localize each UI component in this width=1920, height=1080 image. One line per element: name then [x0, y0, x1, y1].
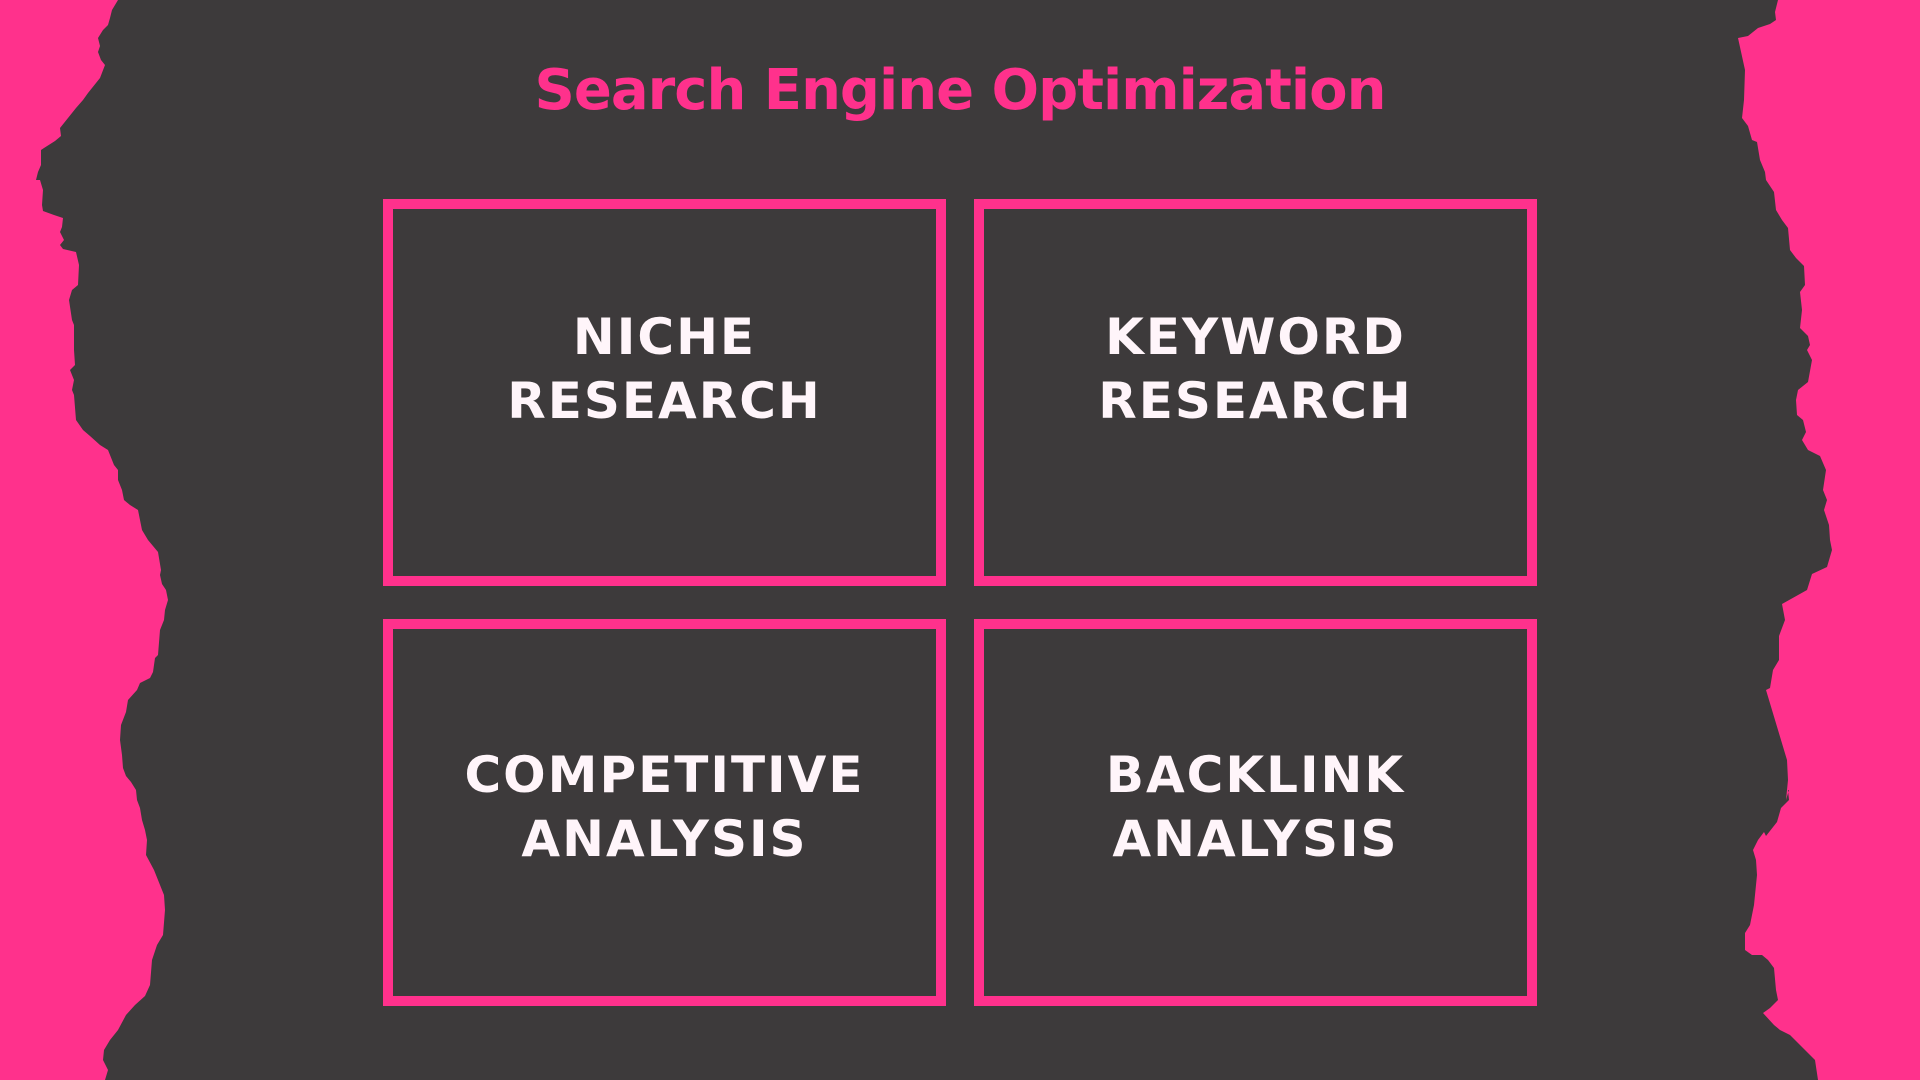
card-label-line2: ANALYSIS	[1112, 809, 1399, 868]
card-label-line2: ANALYSIS	[521, 809, 808, 868]
card-competitive-analysis: COMPETITIVE ANALYSIS	[383, 619, 946, 1006]
card-niche-research: NICHE RESEARCH	[383, 199, 946, 586]
card-keyword-research: KEYWORD RESEARCH	[974, 199, 1537, 586]
card-label-line1: BACKLINK	[1105, 745, 1406, 804]
card-label-line1: NICHE	[572, 307, 757, 366]
card-label-line1: KEYWORD	[1105, 307, 1406, 366]
card-label-line1: COMPETITIVE	[464, 745, 865, 804]
card-backlink-analysis: BACKLINK ANALYSIS	[974, 619, 1537, 1006]
card-label-line2: RESEARCH	[1098, 371, 1413, 430]
card-label-line2: RESEARCH	[507, 371, 822, 430]
page-title: Search Engine Optimization	[534, 58, 1387, 123]
